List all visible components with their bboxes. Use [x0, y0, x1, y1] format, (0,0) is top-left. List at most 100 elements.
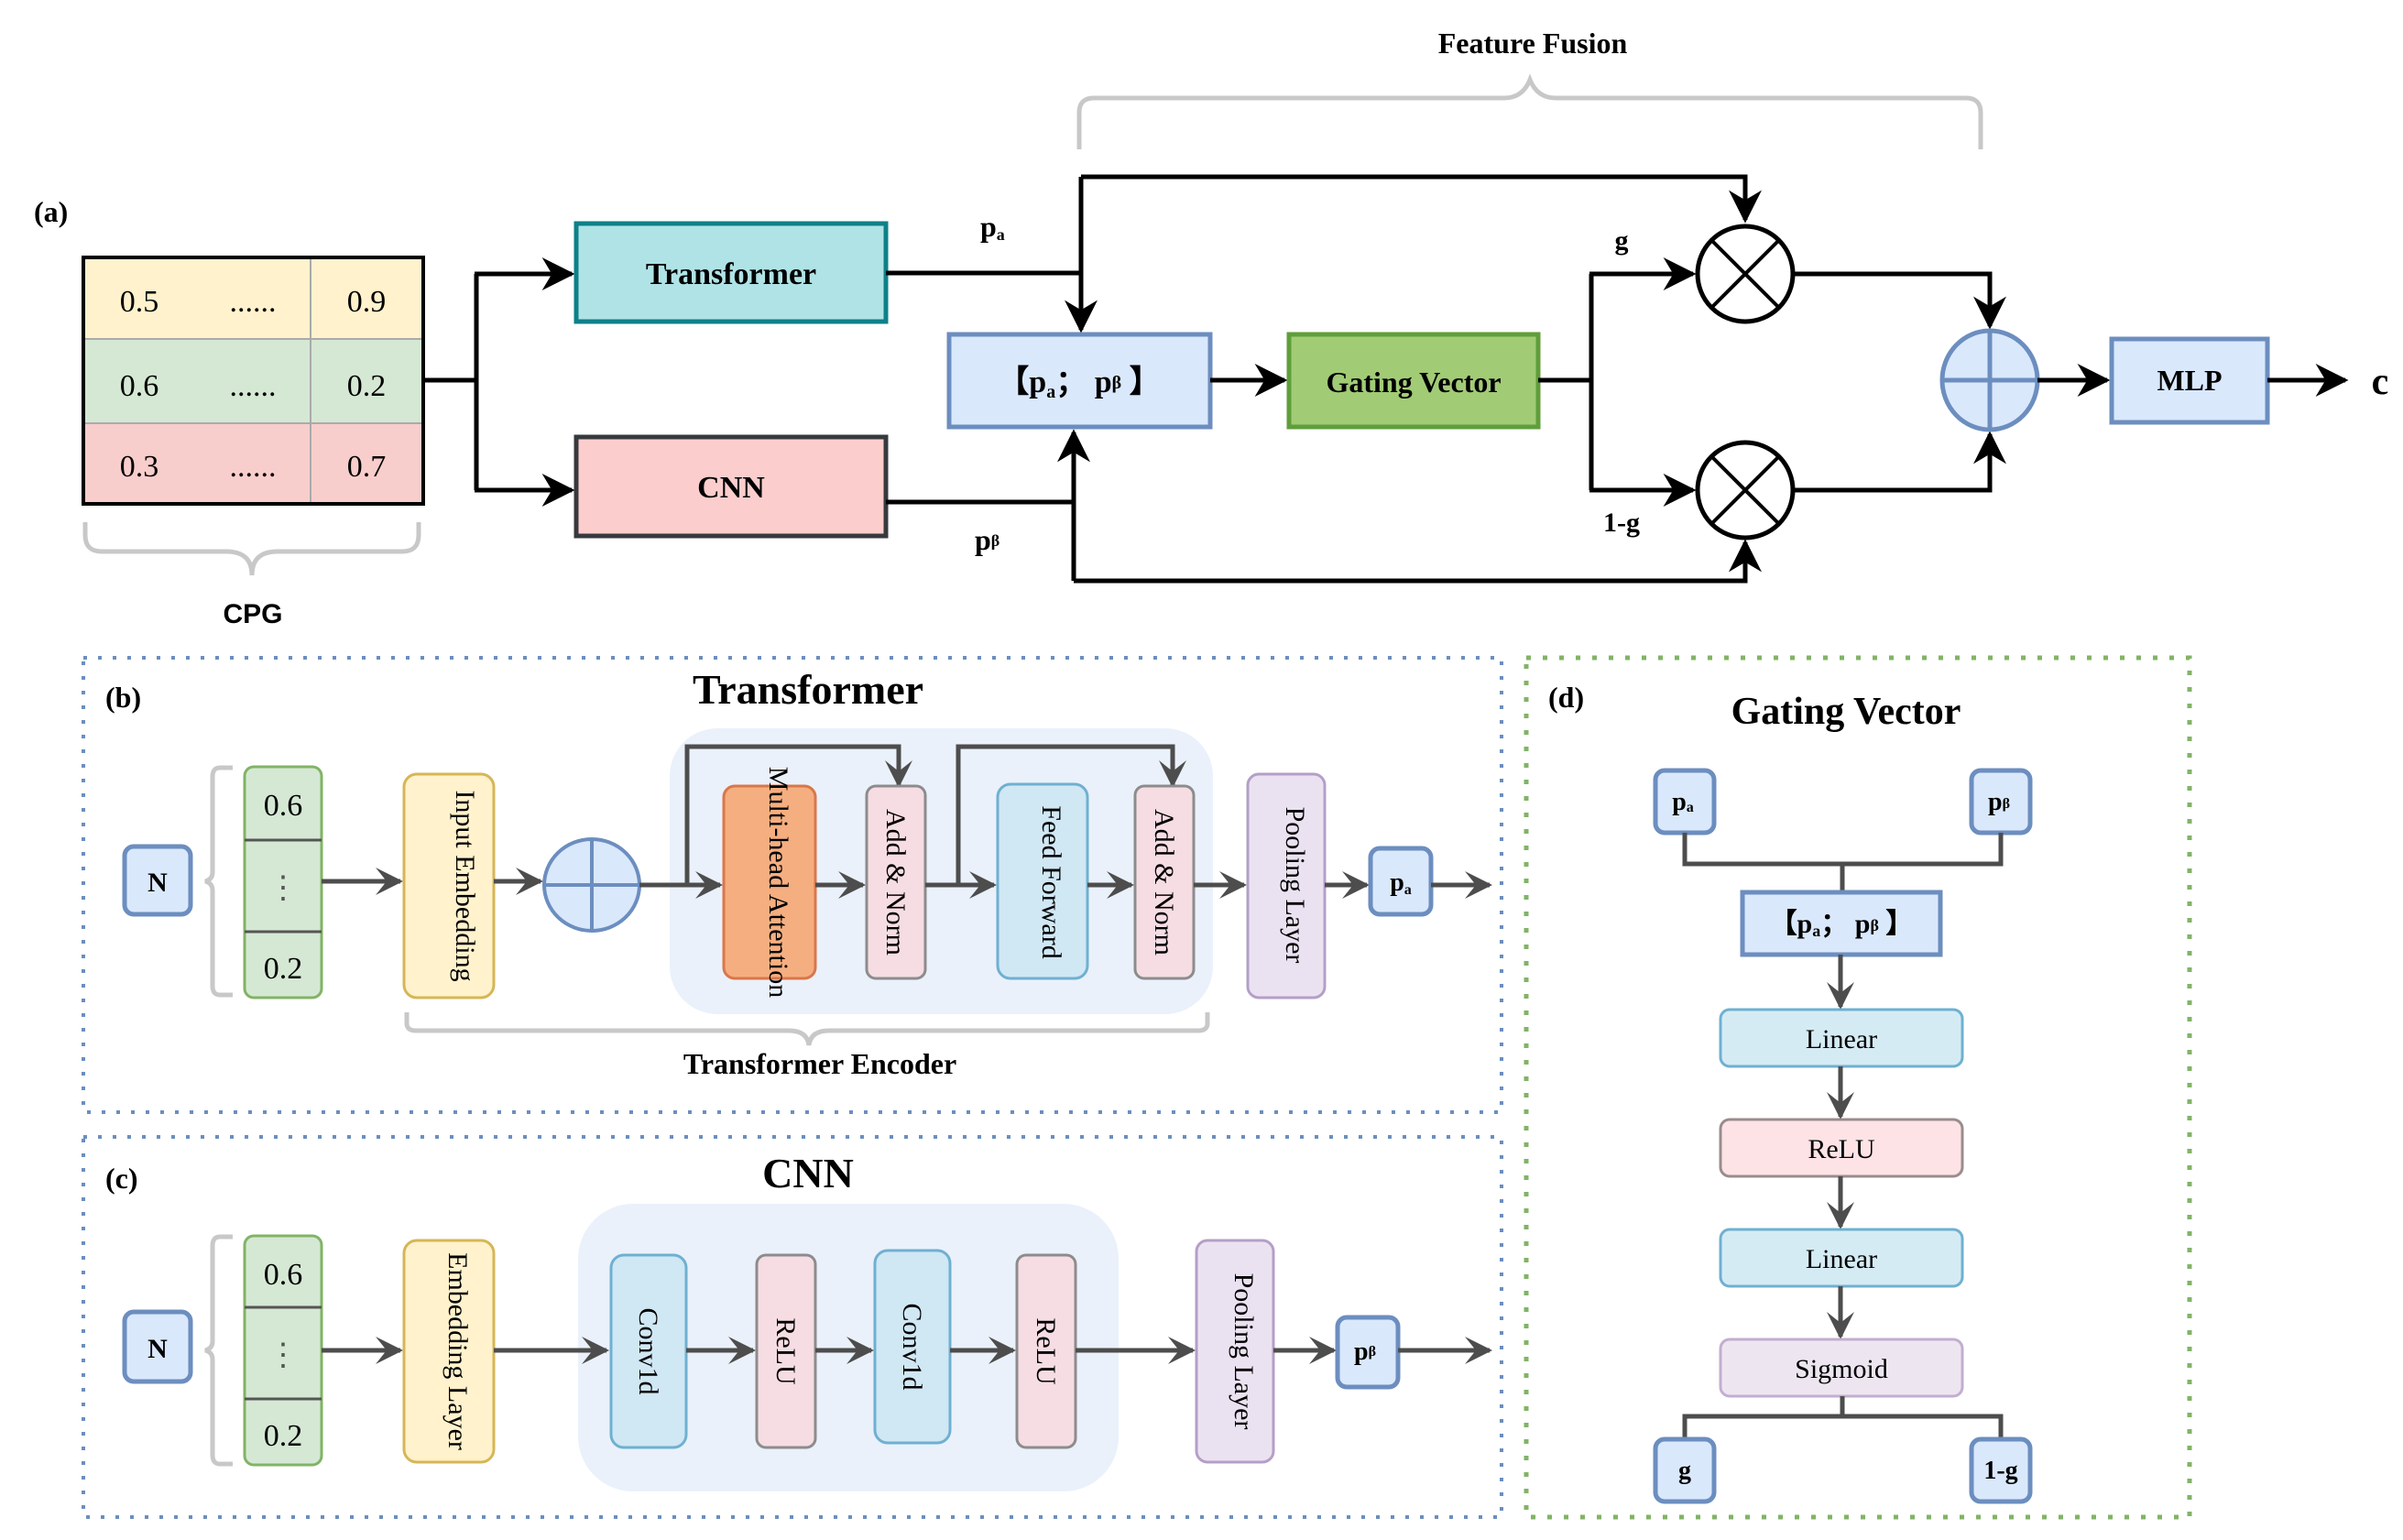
encoder-brace	[404, 1012, 1210, 1046]
cpg-table: 0.5 ...... 0.9 0.6 ...... 0.2 0.3 ......…	[82, 256, 425, 506]
g-output-box	[1653, 1436, 1717, 1504]
cpg-cell: 0.9	[347, 285, 387, 319]
linear-label-1: Linear	[1806, 1024, 1877, 1054]
feed-forward-block	[996, 782, 1089, 980]
cpg-row-1	[83, 257, 423, 339]
mlp-box-label: MLP	[2157, 364, 2222, 397]
multiply-top-icon	[1695, 224, 1796, 324]
n-box	[122, 1309, 193, 1384]
vector-brace	[204, 765, 233, 998]
feature-fusion-label: Feature Fusion	[1438, 27, 1628, 60]
output-split-connector	[1682, 1396, 2004, 1439]
concat-box	[946, 332, 1213, 430]
positional-add-icon	[542, 837, 641, 933]
cnn-box	[573, 434, 889, 539]
panel-b-title: Transformer	[693, 666, 923, 713]
pa-output-label: pa	[1390, 868, 1412, 898]
n-box	[122, 844, 193, 917]
multi-head-attention-block	[722, 784, 817, 980]
cpg-cell: ......	[230, 369, 277, 403]
mlp-box	[2109, 336, 2270, 425]
one-minus-g-label: 1-g	[1603, 508, 1640, 538]
vector-ellipsis: ⋮	[268, 1338, 299, 1372]
cpg-caption: CPG	[223, 599, 282, 629]
transformer-box	[573, 221, 889, 324]
add-norm-label-2: Add & Norm	[1149, 809, 1179, 956]
panel-a: (a) 0.5 ...... 0.9 0.6 ...... 0.2 0.3 ..…	[34, 27, 2388, 629]
conv1d-label-1: Conv1d	[633, 1307, 663, 1394]
multi-head-attention-label: Multi-head Attention	[763, 767, 793, 998]
pb-label: pβ	[975, 523, 999, 556]
concat-box-label: 【pa； pβ 】	[998, 365, 1160, 402]
residual-arrow-1	[684, 744, 912, 885]
pa-output-box	[1368, 846, 1434, 917]
vector-value: 0.2	[264, 1419, 303, 1453]
cpg-cell: 0.2	[347, 369, 387, 403]
panel-c-title: CNN	[762, 1150, 854, 1196]
n-label: N	[147, 868, 168, 898]
vector-value: 0.2	[264, 952, 303, 986]
multiply-bottom-to-sum-arrow	[1793, 431, 2006, 493]
panel-a-label: (a)	[34, 195, 68, 228]
cpg-cell: 0.7	[347, 450, 387, 484]
panel-d-label: (d)	[1548, 681, 1584, 714]
transformer-box-label: Transformer	[646, 257, 816, 291]
cpg-row-2	[83, 339, 423, 423]
feature-fusion-brace	[1076, 73, 1983, 149]
pa-input-label: pa	[1672, 788, 1694, 816]
multiply-bottom-icon	[1695, 440, 1796, 541]
residual-arrow-2	[956, 744, 1186, 885]
output-c-label: c	[2372, 361, 2389, 403]
conv1d-block-2	[873, 1249, 952, 1445]
vector-brace	[204, 1234, 233, 1467]
input-merge-connector	[1682, 833, 2004, 892]
cnn-box-label: CNN	[697, 471, 765, 505]
one-minus-g-output-label: 1-g	[1983, 1457, 2017, 1485]
panel-b: (b) Transformer N 0.6 ⋮ 0.2 Input Embedd…	[82, 656, 1503, 1114]
vector-ellipsis: ⋮	[268, 871, 299, 905]
pb-output-label: pβ	[1354, 1338, 1376, 1366]
conv1d-label-2: Conv1d	[897, 1303, 927, 1390]
gating-vector-box	[1286, 332, 1541, 430]
input-embedding-block	[402, 772, 496, 999]
sigmoid-label: Sigmoid	[1795, 1354, 1888, 1384]
transformer-encoder-caption: Transformer Encoder	[683, 1047, 956, 1080]
gating-split-connector	[1538, 274, 1594, 490]
panel-c-border	[82, 1135, 1503, 1519]
linear-label-2: Linear	[1806, 1244, 1877, 1274]
pooling-layer-label: Pooling Layer	[1229, 1273, 1259, 1430]
panel-d: (d) Gating Vector pa pβ 【pa； pβ 】 Linear…	[1524, 655, 2192, 1520]
gating-vector-box-label: Gating Vector	[1326, 366, 1501, 399]
relu-label: ReLU	[1808, 1134, 1875, 1164]
cpg-brace	[82, 522, 421, 576]
cpg-cell: ......	[230, 285, 277, 319]
g-label: g	[1615, 225, 1629, 256]
one-minus-g-output-box	[1969, 1436, 2033, 1504]
add-norm-label-1: Add & Norm	[880, 809, 911, 956]
cpg-row-3	[83, 423, 423, 504]
sum-icon	[1939, 328, 2040, 432]
feed-forward-label: Feed Forward	[1036, 805, 1066, 958]
cpg-cell: 0.6	[120, 369, 159, 403]
pb-input-label: pβ	[1988, 788, 2010, 816]
cpg-cell: ......	[230, 450, 277, 484]
concat-box-label: 【pa； pβ 】	[1770, 909, 1914, 940]
pa-label: pa	[980, 210, 1005, 244]
relu-label-1: ReLU	[770, 1317, 801, 1385]
relu-label-2: ReLU	[1031, 1317, 1061, 1385]
add-norm-block-2	[1133, 784, 1196, 980]
cpg-cell: 0.3	[120, 450, 159, 484]
panel-b-label: (b)	[105, 681, 141, 714]
pa-to-multiply-arrow	[1081, 174, 1762, 224]
g-output-label: g	[1678, 1457, 1691, 1485]
vector-value: 0.6	[264, 1258, 303, 1292]
panel-d-title: Gating Vector	[1731, 691, 1961, 733]
embedding-layer-label: Embedding Layer	[442, 1252, 473, 1450]
pb-to-multiply-arrow	[1074, 539, 1762, 584]
vector-value: 0.6	[264, 789, 303, 823]
pooling-layer-label: Pooling Layer	[1280, 807, 1310, 964]
split-connector	[423, 274, 479, 490]
input-embedding-label: Input Embedding	[450, 790, 480, 981]
n-label: N	[147, 1334, 168, 1364]
panel-c: (c) CNN N 0.6 ⋮ 0.2 Embedding Layer Conv…	[82, 1135, 1503, 1519]
